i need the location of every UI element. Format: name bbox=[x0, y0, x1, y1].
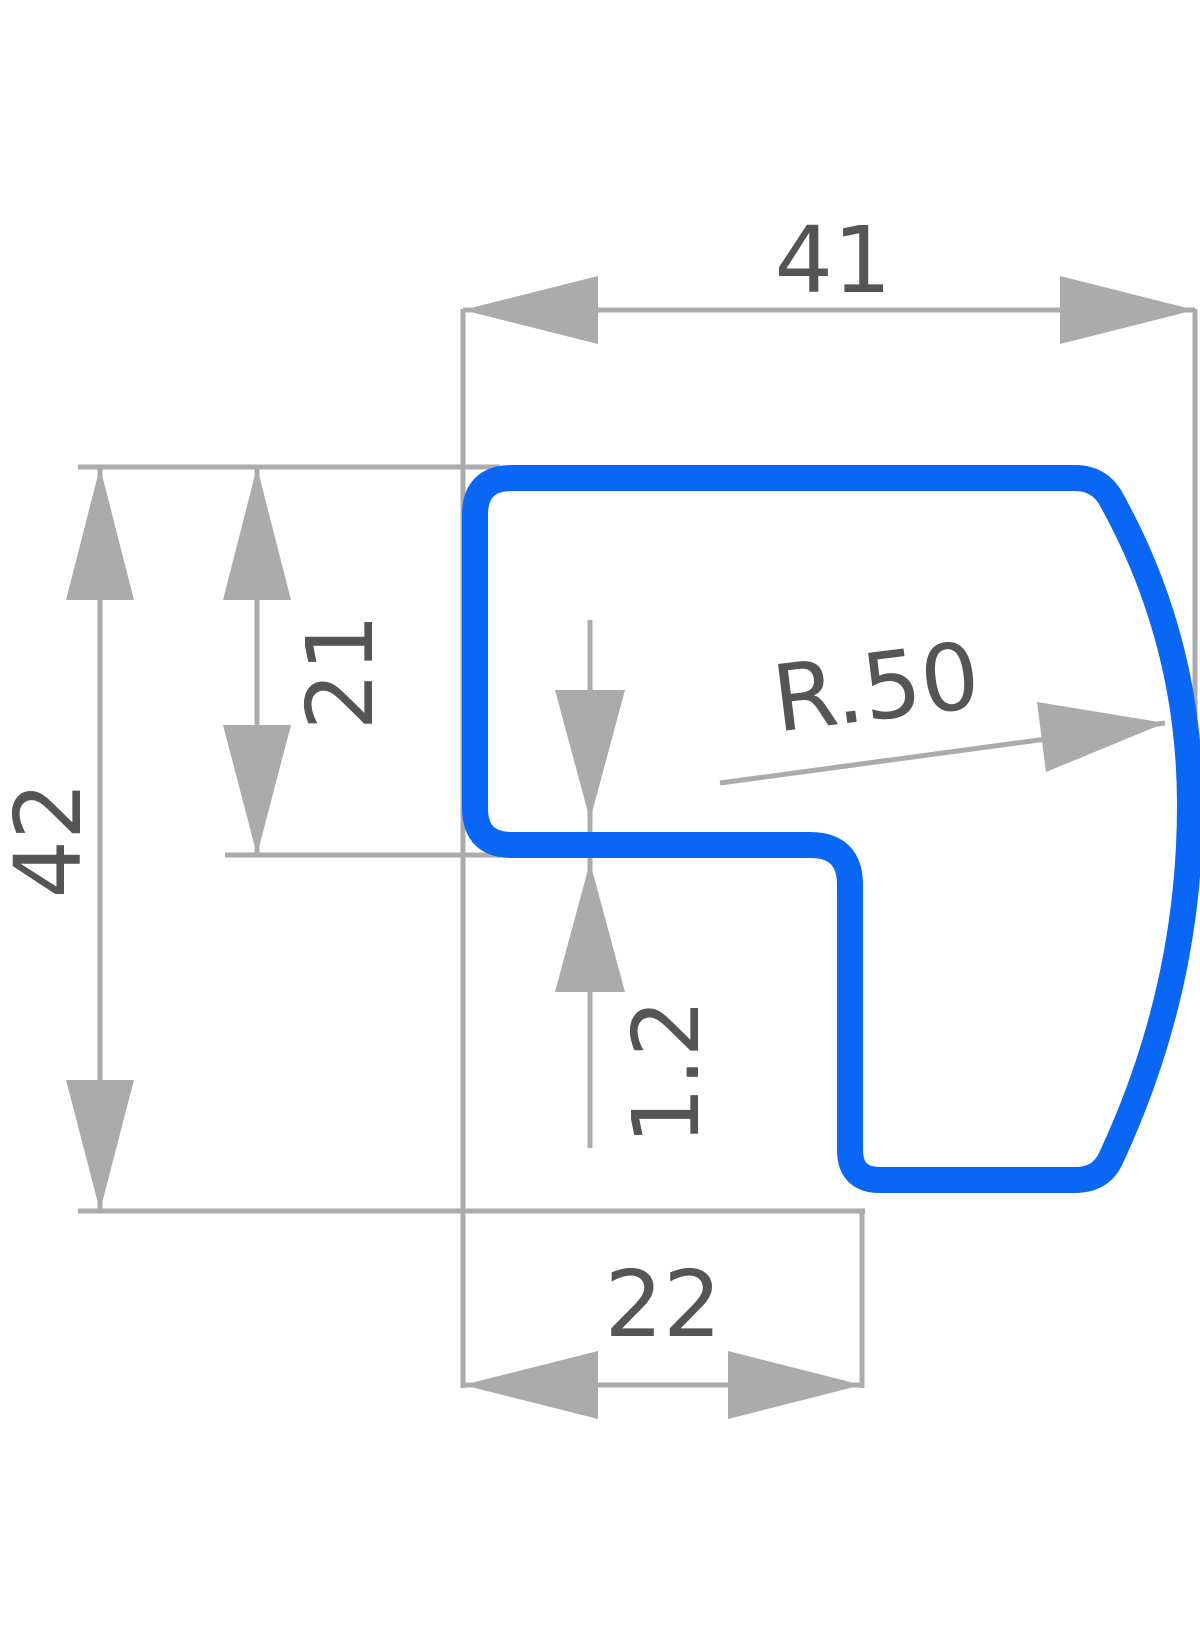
arrow-22-left bbox=[463, 1351, 598, 1419]
dimension-labels: 41 42 21 22 1.2 R.50 bbox=[0, 207, 985, 1358]
arrow-42-top bbox=[66, 467, 134, 600]
arrow-41-left bbox=[463, 276, 598, 344]
profile-outline bbox=[462, 465, 1200, 1193]
arrow-radius bbox=[1037, 702, 1165, 772]
arrow-1-2-top bbox=[555, 690, 625, 820]
arrow-21-top bbox=[223, 467, 291, 600]
label-width-bottom: 22 bbox=[604, 1251, 721, 1358]
label-width-total: 41 bbox=[774, 207, 891, 314]
dimension-arrows bbox=[66, 276, 1195, 1419]
arrow-22-right bbox=[728, 1351, 862, 1419]
arrow-41-right bbox=[1060, 276, 1195, 344]
label-height-total: 42 bbox=[0, 781, 102, 898]
arrow-1-2-bottom bbox=[555, 862, 625, 992]
arrow-42-bottom bbox=[66, 1080, 134, 1211]
arrow-21-bottom bbox=[223, 725, 291, 855]
label-wall-thickness: 1.2 bbox=[613, 999, 720, 1145]
label-radius: R.50 bbox=[767, 622, 985, 753]
label-height-upper: 21 bbox=[287, 613, 394, 730]
